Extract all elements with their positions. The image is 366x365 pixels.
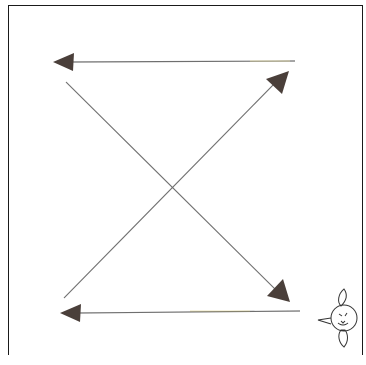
- diagonal-arrow-down-right: [66, 82, 290, 302]
- diagonal-down-shaft: [66, 82, 278, 292]
- diagonal-down-arrowhead: [267, 279, 290, 302]
- top-arrowhead: [53, 53, 74, 71]
- bottom-arrow-shaft: [78, 311, 300, 313]
- bottom-arrowhead: [60, 304, 81, 322]
- bottom-arrow-left: [60, 304, 300, 322]
- diagonal-arrow-up-right: [64, 71, 289, 298]
- mascot-face-icon: [318, 289, 357, 347]
- diagonal-up-arrowhead: [266, 71, 289, 94]
- top-arrow-left: [53, 53, 295, 71]
- diagonal-up-shaft: [64, 82, 276, 298]
